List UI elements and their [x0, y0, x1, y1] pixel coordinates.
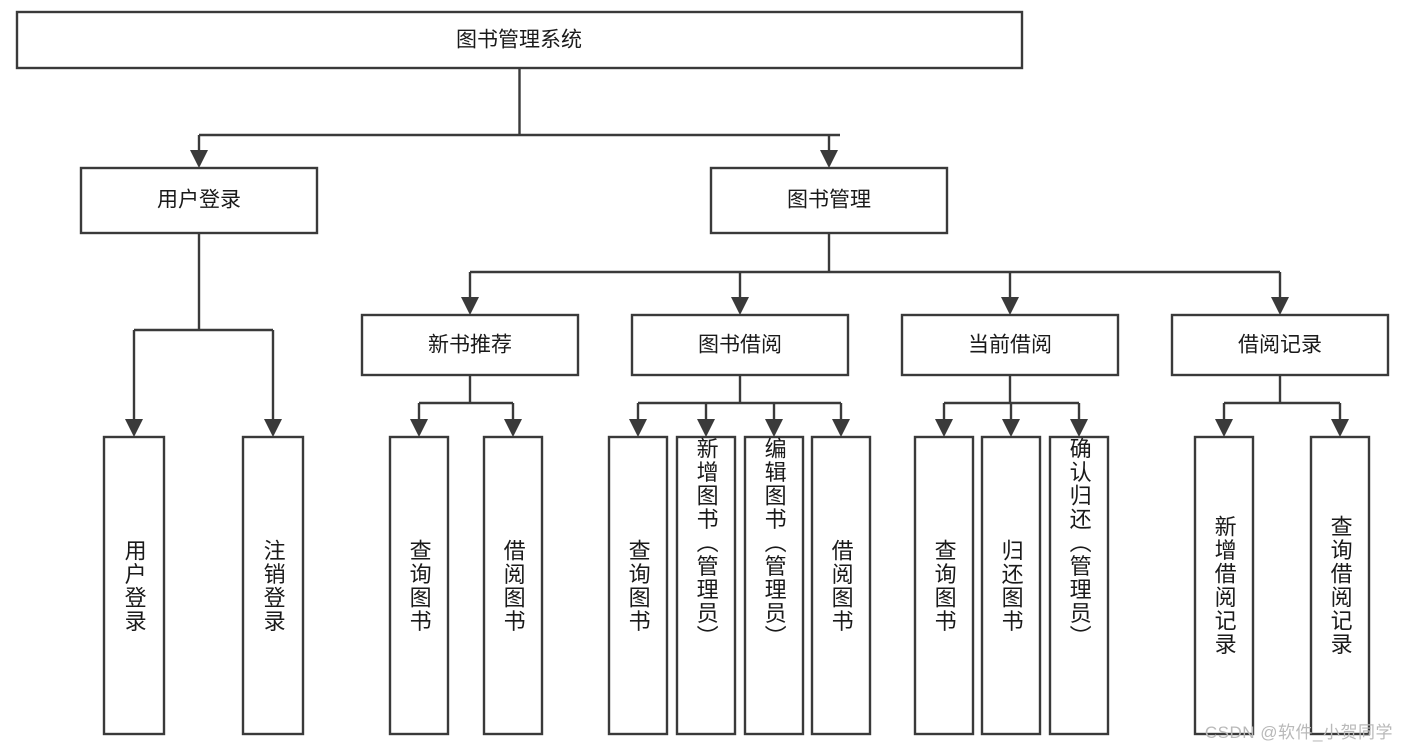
leaf-box-borrow-record-1[interactable] [1193, 435, 1255, 736]
arrow-head-current-borrow [1001, 297, 1019, 315]
leaf-box-current-borrow-3[interactable] [1048, 435, 1110, 736]
node-user-login[interactable]: 用户登录 [79, 166, 319, 235]
arrow-head-leaf-nbr-1 [410, 419, 428, 437]
node-current-borrow[interactable]: 当前借阅 [900, 313, 1120, 377]
connector-layer [125, 68, 1349, 437]
arrow-head-book-borrow [731, 297, 749, 315]
node-book-management-box[interactable] [709, 166, 949, 235]
leaf-box-book-borrow-4[interactable] [810, 435, 872, 736]
arrow-head-book-manage [820, 150, 838, 168]
node-book-borrow-box[interactable] [630, 313, 850, 377]
node-root-label: 图书管理系统 [456, 29, 582, 52]
arrow-head-leaf-user-login-1 [125, 419, 143, 437]
node-borrow-record-label: 借阅记录 [1238, 334, 1322, 357]
node-book-management-label: 图书管理 [787, 189, 871, 212]
node-new-book-recommend-box[interactable] [360, 313, 580, 377]
leaf-box-book-borrow-1[interactable] [607, 435, 669, 736]
csdn-watermark: CSDN @软件_小贺同学 [1204, 723, 1393, 742]
arrow-head-user-login [190, 150, 208, 168]
leaf-box-book-borrow-3[interactable] [743, 435, 805, 736]
arrow-head-leaf-nbr-2 [504, 419, 522, 437]
leaf-box-user-login-2[interactable] [241, 435, 305, 736]
arrow-head-leaf-cb-3 [1070, 419, 1088, 437]
node-user-login-box[interactable] [79, 166, 319, 235]
arrow-head-leaf-br-2 [1331, 419, 1349, 437]
leaf-box-new-book-recommend-1[interactable] [388, 435, 450, 736]
arrow-head-leaf-cb-2 [1002, 419, 1020, 437]
leaf-box-user-login-1[interactable] [102, 435, 166, 736]
node-book-borrow[interactable]: 图书借阅 [630, 313, 850, 377]
node-current-borrow-label: 当前借阅 [968, 334, 1052, 357]
arrow-head-leaf-bb-1 [629, 419, 647, 437]
node-book-management[interactable]: 图书管理 [709, 166, 949, 235]
leaf-box-book-borrow-2[interactable] [675, 435, 737, 736]
arrow-head-new-book [461, 297, 479, 315]
node-root-book-management-system[interactable]: 图书管理系统 [15, 10, 1024, 70]
arrow-head-leaf-bb-3 [765, 419, 783, 437]
node-new-book-recommend[interactable]: 新书推荐 [360, 313, 580, 377]
leaf-box-current-borrow-1[interactable] [913, 435, 975, 736]
leaf-box-current-borrow-2[interactable] [980, 435, 1042, 736]
arrow-head-leaf-bb-4 [832, 419, 850, 437]
leaf-box-borrow-record-2[interactable] [1309, 435, 1371, 736]
arrow-head-leaf-user-login-2 [264, 419, 282, 437]
node-user-login-label: 用户登录 [157, 189, 241, 212]
leaf-box-new-book-recommend-2[interactable] [482, 435, 544, 736]
node-borrow-record[interactable]: 借阅记录 [1170, 313, 1390, 377]
node-borrow-record-box[interactable] [1170, 313, 1390, 377]
arrow-head-leaf-cb-1 [935, 419, 953, 437]
arrow-head-leaf-br-1 [1215, 419, 1233, 437]
node-book-borrow-label: 图书借阅 [698, 334, 782, 357]
node-current-borrow-box[interactable] [900, 313, 1120, 377]
node-root-box[interactable] [15, 10, 1024, 70]
node-new-book-recommend-label: 新书推荐 [428, 334, 512, 357]
arrow-head-borrow-record [1271, 297, 1289, 315]
arrow-head-leaf-bb-2 [697, 419, 715, 437]
